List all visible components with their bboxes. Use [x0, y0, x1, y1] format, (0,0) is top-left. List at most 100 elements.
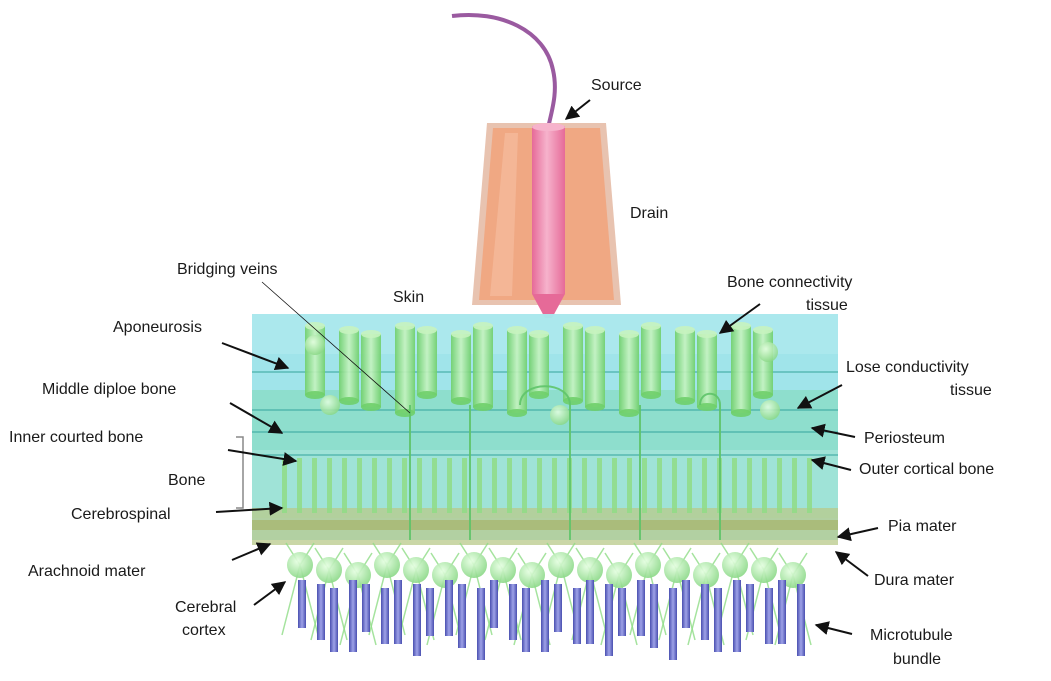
microtubule	[746, 584, 754, 632]
microtubule	[714, 588, 722, 652]
pillar	[552, 458, 557, 513]
pillar	[792, 458, 797, 513]
pillar	[492, 458, 497, 513]
microtubule	[650, 584, 658, 648]
microtubule	[797, 584, 805, 656]
pillar	[507, 458, 512, 513]
microtubule	[682, 580, 690, 628]
pillar	[477, 458, 482, 513]
label-pia-mater: Pia mater	[888, 518, 957, 535]
neuron-soma	[635, 552, 661, 578]
cylinder	[451, 330, 471, 405]
pillar	[387, 458, 392, 513]
microtubule	[381, 588, 389, 644]
label-lose-conductivity-line2: tissue	[950, 382, 992, 399]
label-cerebral-line2: cortex	[182, 622, 226, 639]
tissue-sphere	[550, 405, 570, 425]
cylinder	[697, 330, 717, 411]
pillar	[582, 458, 587, 513]
pillar	[747, 458, 752, 513]
pillar	[522, 458, 527, 513]
microtubule	[618, 588, 626, 636]
cylinder	[361, 330, 381, 411]
source-cable	[452, 15, 555, 128]
microtubule	[669, 588, 677, 660]
label-inner-courted-bone: Inner courted bone	[9, 429, 143, 446]
pillar	[642, 458, 647, 513]
microtubule	[458, 584, 466, 648]
pillar	[687, 458, 692, 513]
pillar	[657, 458, 662, 513]
microtubule-bundles	[298, 580, 805, 660]
cylinder	[417, 326, 437, 399]
pillar	[432, 458, 437, 513]
microtubule	[445, 580, 453, 636]
cylinder	[305, 322, 325, 399]
microtubule	[426, 588, 434, 636]
label-outer-cortical-bone: Outer cortical bone	[859, 461, 994, 478]
pillar	[312, 458, 317, 513]
label-periosteum: Periosteum	[864, 430, 945, 447]
cylinder	[731, 322, 751, 417]
label-arachnoid-mater: Arachnoid mater	[28, 563, 146, 580]
pillar	[327, 458, 332, 513]
label-middle-diploe-bone: Middle diploe bone	[42, 381, 176, 398]
label-drain: Drain	[630, 205, 668, 222]
pillar	[297, 458, 302, 513]
neuron-soma	[722, 552, 748, 578]
neuron-soma	[461, 552, 487, 578]
label-source: Source	[591, 77, 642, 94]
neuron-soma	[751, 557, 777, 583]
label-bridging-veins: Bridging veins	[177, 261, 278, 278]
label-aponeurosis: Aponeurosis	[113, 319, 202, 336]
pillar	[627, 458, 632, 513]
neuron-soma	[287, 552, 313, 578]
pillar	[777, 458, 782, 513]
cylinder	[563, 322, 583, 405]
cylinder	[619, 330, 639, 417]
microtubule	[362, 584, 370, 632]
label-microtubule-line2: bundle	[893, 651, 941, 668]
label-dura-mater: Dura mater	[874, 572, 955, 589]
cylinder	[473, 322, 493, 411]
microtubule	[298, 580, 306, 628]
pillar	[357, 458, 362, 513]
microtubule	[573, 588, 581, 644]
label-microtubule-line1: Microtubule	[870, 627, 953, 644]
pillar	[342, 458, 347, 513]
tissue-sphere	[320, 395, 340, 415]
pillar	[447, 458, 452, 513]
pillar	[702, 458, 707, 513]
microtubule	[349, 580, 357, 652]
pillar	[612, 458, 617, 513]
microtubule	[413, 584, 421, 656]
microtubule	[541, 580, 549, 652]
label-bone-connectivity-line2: tissue	[806, 297, 848, 314]
pillar	[402, 458, 407, 513]
tissue-sphere	[760, 400, 780, 420]
cylinder	[753, 326, 773, 399]
microtubule	[509, 584, 517, 640]
cylinder	[641, 322, 661, 399]
microtubule	[317, 584, 325, 640]
microtubule	[733, 580, 741, 652]
neuron-soma	[490, 557, 516, 583]
pillar	[672, 458, 677, 513]
microtubule	[554, 584, 562, 632]
pillar	[762, 458, 767, 513]
microtubule	[394, 580, 402, 644]
cylinder	[507, 326, 527, 417]
microtubule	[765, 588, 773, 644]
bone-bracket	[236, 437, 243, 508]
pillar	[462, 458, 467, 513]
microtubule	[637, 580, 645, 636]
microtubule	[330, 588, 338, 652]
label-cerebral-line1: Cerebral	[175, 599, 236, 616]
microtubule	[778, 580, 786, 644]
neuron-soma	[664, 557, 690, 583]
neuron-soma	[403, 557, 429, 583]
pillar	[372, 458, 377, 513]
pillar	[597, 458, 602, 513]
tissue-sphere	[758, 342, 778, 362]
